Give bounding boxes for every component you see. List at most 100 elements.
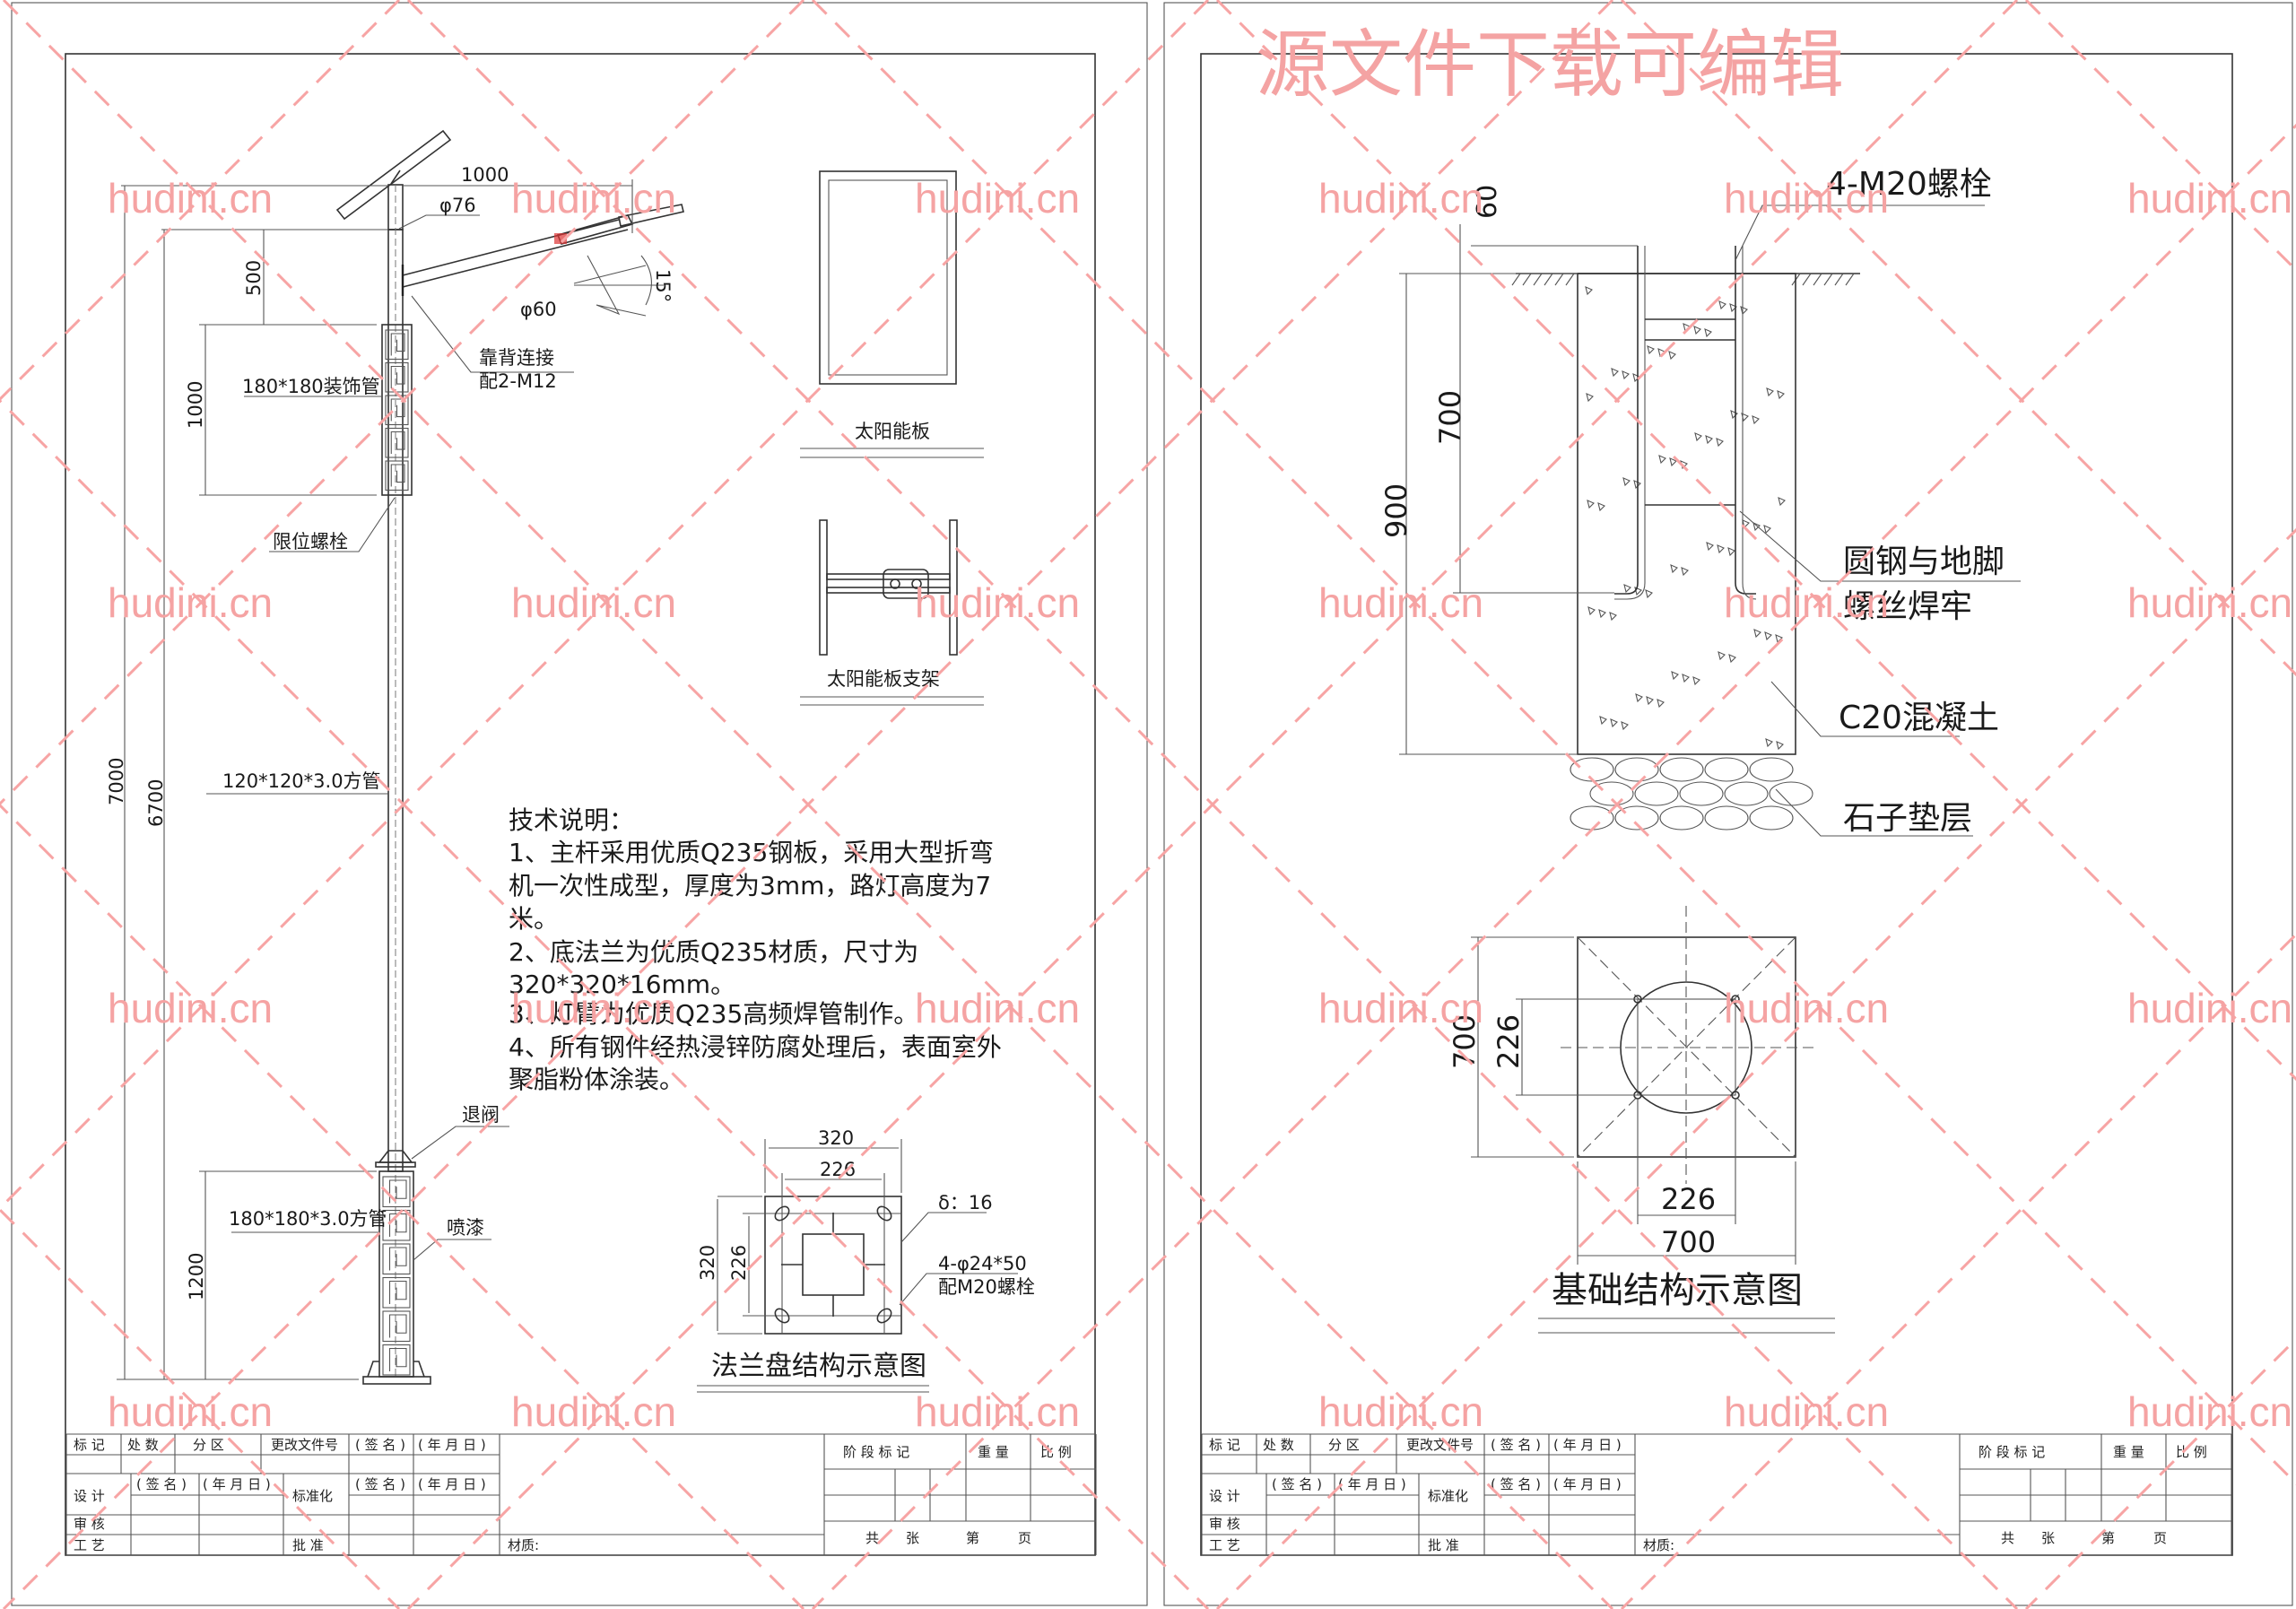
solar-bracket: 太阳能板支架	[800, 519, 984, 706]
aggregate-mark	[1728, 654, 1736, 664]
gravel-stone	[1614, 757, 1659, 782]
greek-key-spiral	[390, 464, 405, 487]
title-block-material: 材质:	[1643, 1537, 1674, 1553]
dim-arm-diameter: φ60	[520, 299, 557, 320]
title-block-sign: ( 签 名 )	[355, 1437, 405, 1453]
title-block-sign: ( 签 名 )	[1491, 1437, 1541, 1453]
title-block-total: 共	[865, 1530, 879, 1546]
title-block-zone: 分 区	[193, 1437, 224, 1453]
greek-key-motif	[382, 1344, 411, 1376]
title-block-page: 页	[2153, 1530, 2167, 1546]
watermark-text: hudini.cn	[1724, 1388, 1889, 1435]
aggregate-mark	[1681, 567, 1689, 577]
title-block-approve: 批 准	[292, 1537, 324, 1553]
title-block-no: 第	[2101, 1530, 2115, 1546]
flange-outer-height: 320	[697, 1245, 718, 1281]
flange-title: 法兰盘结构示意图	[711, 1351, 926, 1382]
watermark-text: hudini.cn	[1724, 175, 1889, 222]
label-weld-2: 螺丝焊牢	[1843, 588, 1972, 625]
greek-key-spiral	[388, 1314, 407, 1338]
aggregate-mark	[1611, 368, 1619, 378]
notes-line: 2、底法兰为优质Q235材质，尺寸为	[509, 937, 918, 967]
dim-60: 60	[1472, 185, 1503, 219]
ground-hatch-line	[1845, 273, 1855, 286]
title-block-date: ( 年 月 日 )	[1553, 1476, 1622, 1492]
title-block-sheets: 张	[906, 1530, 919, 1546]
greek-key-spiral	[388, 1247, 407, 1271]
title-block-page: 页	[1018, 1530, 1031, 1546]
aggregate-mark	[1586, 393, 1594, 403]
watermark-diagonal	[811, 123, 2296, 1609]
aggregate-mark	[1670, 564, 1678, 574]
watermark-text: hudini.cn	[1724, 579, 1889, 626]
aggregate-mark	[1778, 497, 1786, 507]
greek-key-motif	[385, 427, 409, 458]
watermark-text: hudini.cn	[511, 985, 676, 1031]
watermark-diagonal	[0, 1207, 401, 1609]
watermark-text: hudini.cn	[1724, 985, 1889, 1031]
aggregate-mark	[1704, 328, 1712, 338]
technical-notes: 技术说明： 1、主杆采用优质Q235钢板，采用大型折弯 机一次性成型，厚度为3m…	[509, 805, 1002, 1094]
dimension-lines	[117, 179, 664, 1380]
dim-500: 500	[243, 260, 265, 296]
title-block-weight: 重 量	[2113, 1444, 2144, 1460]
dim-arm-angle: 15°	[652, 269, 674, 302]
gravel-stone	[1749, 757, 1794, 782]
greek-key-motif	[382, 1209, 411, 1241]
aggregate-mark	[1657, 699, 1665, 709]
gravel-stone	[1659, 805, 1704, 831]
ground-hatch-line	[1544, 273, 1553, 286]
dim-900-depth: 900	[1379, 483, 1413, 538]
aggregate-mark	[1587, 606, 1596, 616]
aggregate-mark	[1692, 676, 1700, 686]
watermark-text: hudini.cn	[915, 985, 1080, 1031]
title-block-design: 设 计	[74, 1488, 105, 1504]
greek-key-motif	[385, 395, 409, 426]
watermark-text: hudini.cn	[1318, 175, 1483, 222]
aggregate-mark	[1668, 351, 1676, 361]
aggregate-mark	[1682, 674, 1690, 683]
label-deco-tube: 180*180装饰管	[242, 376, 380, 397]
notes-title: 技术说明：	[509, 805, 634, 835]
watermark-text: hudini.cn	[511, 579, 676, 626]
greek-key-spiral	[390, 398, 405, 422]
aggregate-mark	[1623, 584, 1631, 594]
aggregate-mark	[1658, 455, 1666, 465]
title-block-change-doc: 更改文件号	[271, 1437, 338, 1453]
aggregate-mark	[1694, 432, 1702, 442]
gravel-stone	[1704, 805, 1749, 831]
watermark-diagonal	[811, 0, 2296, 1486]
dim-1000-sleeve: 1000	[185, 381, 206, 429]
flange-hole-spacing: 226	[820, 1159, 856, 1180]
ground-hatch-line	[1813, 273, 1822, 286]
pole-elevation: 1000 φ76 φ60 15° 500 1000 180*180装饰管 靠背连…	[106, 129, 684, 1385]
dim-total-height: 7000	[106, 758, 127, 805]
dim-700-bolt: 700	[1433, 390, 1467, 445]
aggregate-mark	[1599, 716, 1607, 726]
aggregate-mark	[1622, 477, 1631, 487]
watermark-text: hudini.cn	[1318, 579, 1483, 626]
gravel-stone	[1634, 781, 1679, 806]
title-block-right: 标 记处 数分 区更改文件号( 签 名 )( 年 月 日 )设 计( 签 名 )…	[1201, 1433, 2232, 1556]
foundation-title: 基础结构示意图	[1552, 1270, 1803, 1311]
aggregate-mark	[1621, 721, 1629, 731]
title-block-stage: 阶 段 标 记	[1979, 1444, 2045, 1460]
greek-key-spiral	[390, 365, 405, 388]
title-block-sign: ( 签 名 )	[1491, 1476, 1541, 1492]
title-block-date: ( 年 月 日 )	[418, 1476, 486, 1492]
aggregate-mark	[1765, 738, 1773, 748]
aggregate-mark	[1742, 519, 1750, 529]
aggregate-mark	[1776, 741, 1784, 751]
aggregate-mark	[1671, 671, 1679, 681]
watermark-text: hudini.cn	[915, 579, 1080, 626]
dim-top-tube-diameter: φ76	[439, 195, 476, 216]
watermark-diagonal	[2, 0, 1614, 1609]
title-block-sheets: 张	[2041, 1530, 2055, 1546]
watermark-text: hudini.cn	[2127, 985, 2292, 1031]
download-banner: 源文件下载可编辑	[1256, 22, 1844, 108]
greek-key-spiral	[388, 1213, 407, 1237]
aggregate-mark	[1693, 326, 1701, 335]
watermark-diagonal	[2024, 0, 2296, 273]
watermark-diagonal	[0, 398, 1210, 1609]
